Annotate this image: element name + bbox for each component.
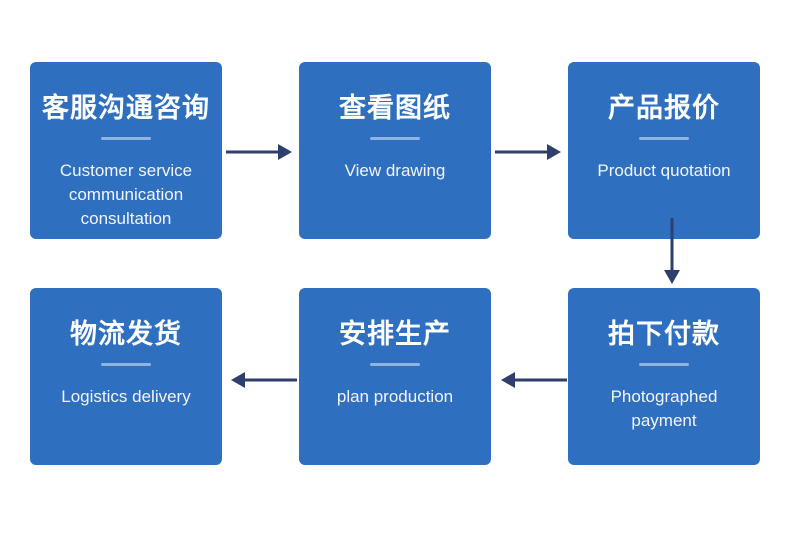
step-plan-production: 安排生产 plan production <box>299 288 491 465</box>
step-divider <box>101 363 151 366</box>
arrow-right-icon <box>495 144 561 160</box>
step-view-drawing: 查看图纸 View drawing <box>299 62 491 239</box>
step-title: 物流发货 <box>70 319 182 350</box>
step-title: 安排生产 <box>339 319 451 350</box>
step-divider <box>639 363 689 366</box>
arrow-right-icon <box>226 144 292 160</box>
step-description: Logistics delivery <box>61 387 191 406</box>
step-divider <box>101 137 151 140</box>
step-divider <box>370 137 420 140</box>
step-title: 拍下付款 <box>608 319 720 350</box>
arrow-left-icon <box>501 372 567 388</box>
step-divider <box>370 363 420 366</box>
step-title: 查看图纸 <box>339 93 451 124</box>
arrow-down-icon <box>664 218 680 284</box>
step-title: 产品报价 <box>608 93 720 124</box>
step-description: Product quotation <box>597 161 731 180</box>
step-description: plan production <box>336 387 454 406</box>
arrow-left-icon <box>231 372 297 388</box>
step-title: 客服沟通咨询 <box>42 93 210 124</box>
step-product-quotation: 产品报价 Product quotation <box>568 62 760 239</box>
step-description: View drawing <box>344 161 446 180</box>
step-logistics-delivery: 物流发货 Logistics delivery <box>30 288 222 465</box>
step-divider <box>639 137 689 140</box>
